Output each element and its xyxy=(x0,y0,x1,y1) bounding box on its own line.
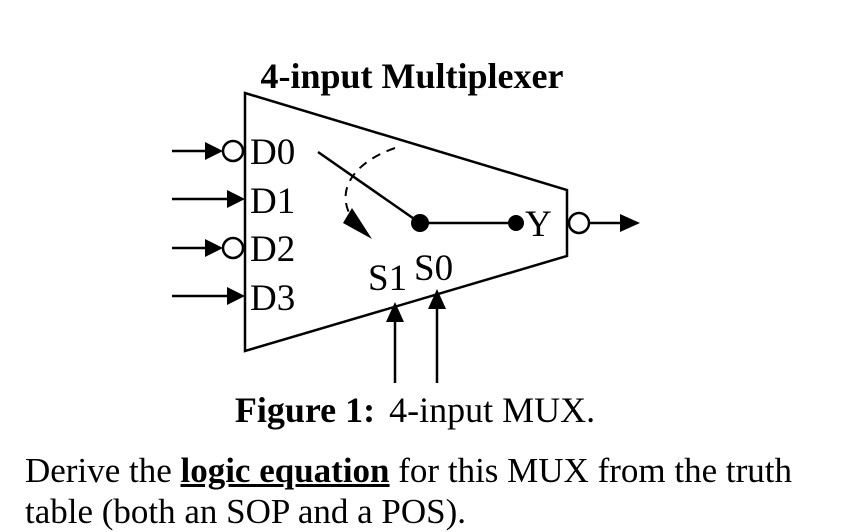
inversion-bubble-icon xyxy=(221,236,245,260)
inversion-bubble-icon xyxy=(567,211,591,235)
output-label-y: Y xyxy=(525,204,552,245)
pin-label-d1: D1 xyxy=(250,181,295,222)
input-d1: D1 xyxy=(172,181,295,222)
diagram-title: 4-input Multiplexer xyxy=(261,56,564,96)
pin-label-d2: D2 xyxy=(250,229,295,270)
select-label-s0: S0 xyxy=(414,248,453,289)
figure-label: Figure 1: xyxy=(235,390,375,430)
select-input-s1 xyxy=(386,302,404,383)
selector-switch xyxy=(317,147,524,239)
arrow-icon xyxy=(386,302,404,322)
arrow-icon xyxy=(428,289,446,309)
figure-caption: Figure 1: 4-input MUX. xyxy=(235,390,595,430)
input-d0: D0 xyxy=(172,132,295,173)
output-y xyxy=(567,211,640,235)
select-label-s1: S1 xyxy=(368,258,407,299)
arrow-icon xyxy=(227,287,245,305)
arrow-icon xyxy=(205,239,223,257)
arrow-icon xyxy=(227,190,245,208)
pin-label-d3: D3 xyxy=(250,278,295,319)
input-d3: D3 xyxy=(172,278,295,319)
mux-diagram: 4-input Multiplexer D0 D1 D2 D3 Y xyxy=(172,56,640,430)
pin-label-d0: D0 xyxy=(250,132,295,173)
arrow-icon xyxy=(205,142,223,160)
mux-body xyxy=(243,91,569,353)
inversion-bubble-icon xyxy=(221,139,245,163)
rotation-arrow-icon xyxy=(344,147,396,216)
figure-caption-text: 4-input MUX. xyxy=(389,390,595,430)
select-input-s0 xyxy=(428,289,446,383)
question-emphasis: logic equation xyxy=(180,451,390,490)
input-d2: D2 xyxy=(172,229,295,270)
output-node-icon xyxy=(508,215,524,231)
question-text: Derive the logic equation for this MUX f… xyxy=(25,450,867,532)
question-prefix: Derive the xyxy=(25,451,181,490)
question-suffix: for this MUX from the truth table (both … xyxy=(25,451,792,531)
arrow-icon xyxy=(620,214,640,232)
